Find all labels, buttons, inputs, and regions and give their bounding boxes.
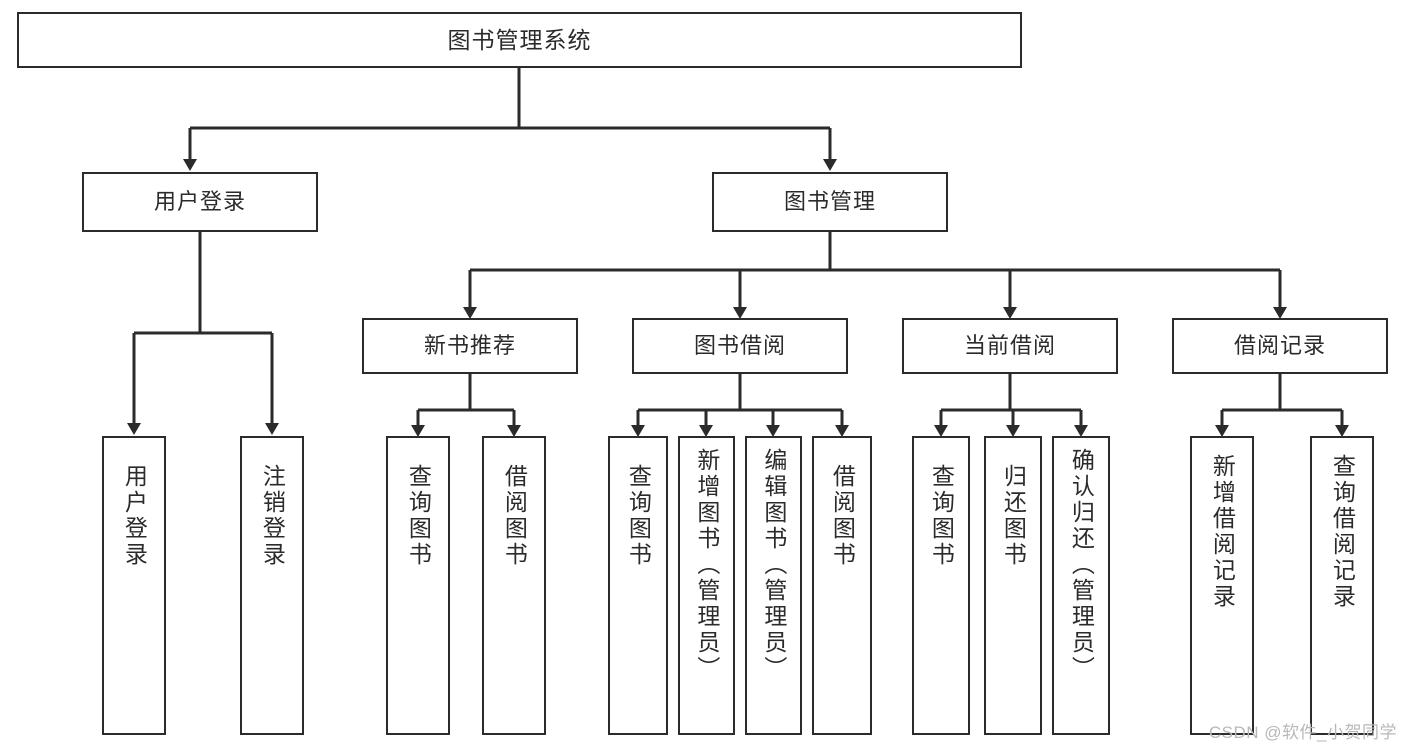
node-root-label: 图书管理系统 [447, 26, 592, 53]
watermark: CSDN @软件_小贺同学 [1208, 723, 1397, 742]
node-new-book-recommend[interactable]: 新书推荐 [362, 318, 578, 374]
node-root[interactable]: 图书管理系统 [17, 12, 1022, 68]
leaf-add-borrow-record[interactable]: 新增借阅记录 [1190, 436, 1254, 735]
node-user-login[interactable]: 用户登录 [82, 172, 318, 232]
leaf-query-book-borrow[interactable]: 查询图书 [608, 436, 668, 735]
leaf-query-book-recommend-label: 查询图书 [405, 464, 432, 568]
leaf-edit-book-admin-label: 编辑图书（管理员） [760, 448, 787, 682]
leaf-add-book-admin[interactable]: 新增图书（管理员） [678, 436, 735, 735]
leaf-edit-book-admin[interactable]: 编辑图书（管理员） [745, 436, 802, 735]
leaf-query-borrow-record[interactable]: 查询借阅记录 [1310, 436, 1374, 735]
node-borrow-record[interactable]: 借阅记录 [1172, 318, 1388, 374]
leaf-borrow-book-recommend-label: 借阅图书 [501, 464, 528, 568]
leaf-return-book-label: 归还图书 [1000, 464, 1027, 568]
node-user-login-label: 用户登录 [153, 189, 246, 215]
leaf-user-logout-label: 注销登录 [259, 464, 286, 568]
leaf-add-book-admin-label: 新增图书（管理员） [693, 448, 720, 682]
leaf-borrow-book[interactable]: 借阅图书 [812, 436, 872, 735]
leaf-query-book-current[interactable]: 查询图书 [912, 436, 970, 735]
node-new-book-recommend-label: 新书推荐 [423, 333, 516, 359]
leaf-query-book-current-label: 查询图书 [928, 464, 955, 568]
leaf-user-logout[interactable]: 注销登录 [240, 436, 304, 735]
node-book-management-label: 图书管理 [783, 189, 876, 215]
node-borrow-record-label: 借阅记录 [1233, 333, 1326, 359]
leaf-borrow-book-label: 借阅图书 [829, 464, 856, 568]
leaf-return-book[interactable]: 归还图书 [984, 436, 1042, 735]
node-current-borrow-label: 当前借阅 [963, 333, 1056, 359]
leaf-confirm-return-admin-label: 确认归还（管理员） [1068, 448, 1095, 682]
leaf-query-book-recommend[interactable]: 查询图书 [386, 436, 450, 735]
leaf-query-borrow-record-label: 查询借阅记录 [1329, 454, 1356, 610]
leaf-query-book-borrow-label: 查询图书 [625, 464, 652, 568]
leaf-confirm-return-admin[interactable]: 确认归还（管理员） [1052, 436, 1110, 735]
node-book-management[interactable]: 图书管理 [712, 172, 948, 232]
leaf-user-login-label: 用户登录 [121, 464, 148, 568]
leaf-add-borrow-record-label: 新增借阅记录 [1209, 454, 1236, 610]
leaf-user-login[interactable]: 用户登录 [102, 436, 166, 735]
node-book-borrow-label: 图书借阅 [693, 333, 786, 359]
leaf-borrow-book-recommend[interactable]: 借阅图书 [482, 436, 546, 735]
node-current-borrow[interactable]: 当前借阅 [902, 318, 1118, 374]
node-book-borrow[interactable]: 图书借阅 [632, 318, 848, 374]
